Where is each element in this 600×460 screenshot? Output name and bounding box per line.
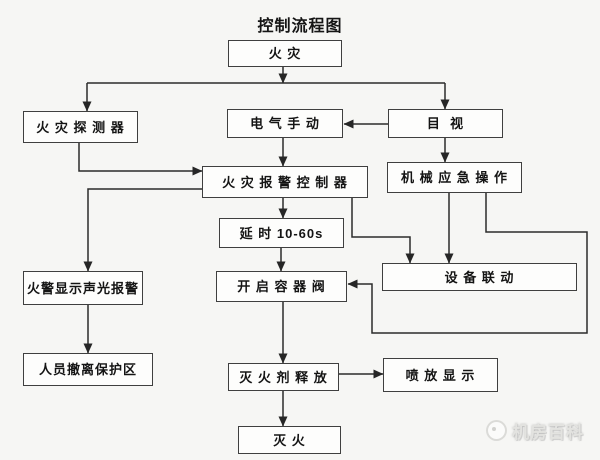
flow-node-spray: 喷 放 显 示 [383, 358, 498, 392]
flow-node-linkage: 设 备 联 动 [382, 263, 577, 291]
flow-node-valve: 开 启 容 器 阀 [216, 271, 347, 302]
flow-node-extinguish: 灭 火 [238, 426, 341, 454]
flow-node-mechanical: 机 械 应 急 操 作 [387, 162, 522, 193]
edge-controller-linkage [351, 198, 415, 264]
flow-node-controller: 火 灾 报 警 控 制 器 [202, 166, 368, 198]
flow-node-detector: 火 灾 探 测 器 [23, 111, 138, 143]
diagram-title: 控制流程图 [257, 18, 343, 35]
flow-node-release: 灭 火 剂 释 放 [228, 363, 339, 391]
flow-node-alarm-display: 火警显示声光报警 [23, 271, 143, 305]
watermark-text: 机房百科 [512, 423, 584, 442]
flow-node-fire: 火 灾 [228, 40, 342, 67]
flow-node-delay: 延 时 10-60s [219, 218, 344, 248]
edge-detector-controller [78, 143, 203, 176]
edge-controller-alarm-display [83, 188, 202, 272]
watermark-logo-icon [486, 420, 507, 441]
flow-node-electric: 电 气 手 动 [227, 109, 343, 138]
flow-node-visual: 目 视 [388, 109, 503, 138]
flow-node-evacuate: 人员撤离保护区 [23, 353, 153, 386]
watermark: 机房百科 [486, 418, 584, 443]
edge-mechanical-valve [347, 193, 588, 334]
